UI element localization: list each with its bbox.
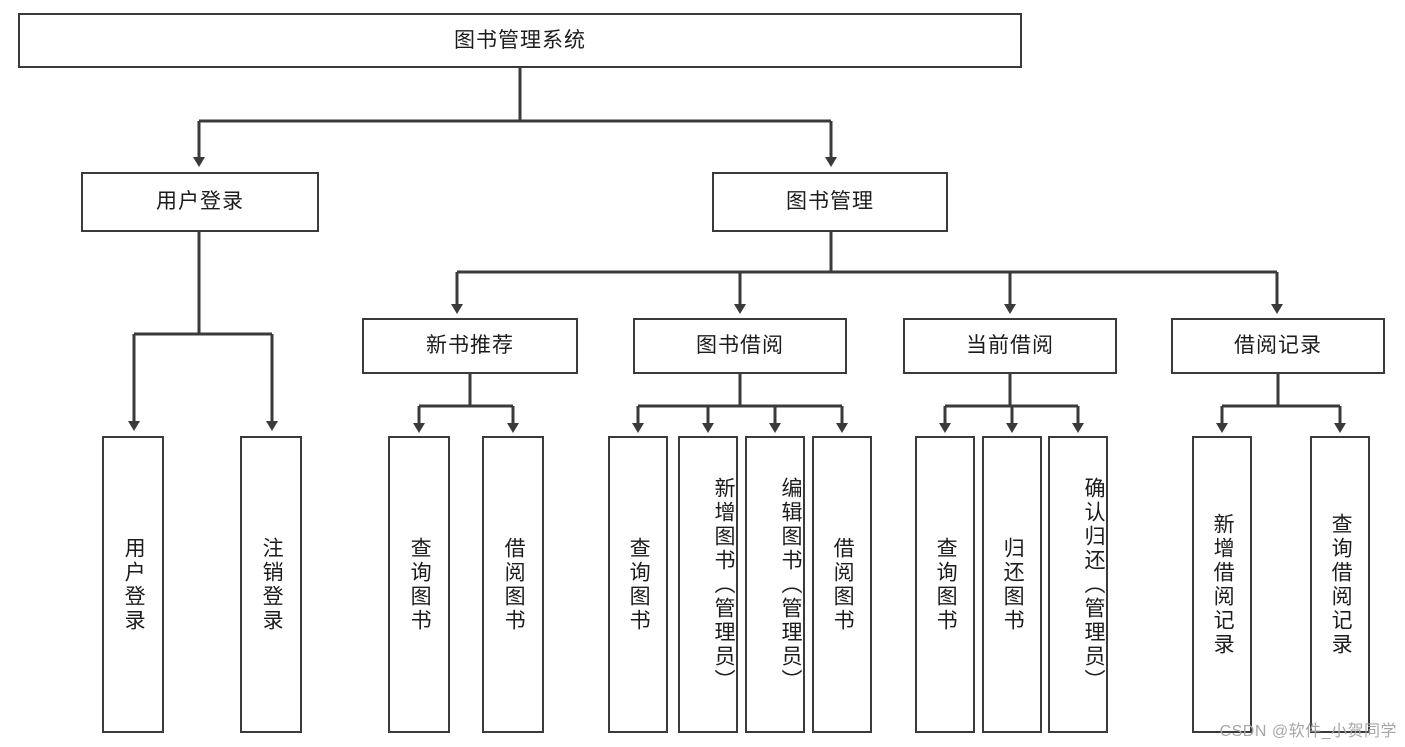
node-leaf-query-book-1[interactable]: 查询图书 — [388, 436, 450, 733]
node-new-book-recommend[interactable]: 新书推荐 — [362, 318, 578, 374]
node-leaf-borrow-book-2[interactable]: 借阅图书 — [812, 436, 872, 733]
node-leaf-query-book-3[interactable]: 查询图书 — [915, 436, 975, 733]
node-leaf-borrow-book-2-label: 借阅图书 — [831, 536, 855, 633]
node-leaf-user-logout-label: 注销登录 — [260, 536, 284, 633]
node-leaf-add-borrow-record[interactable]: 新增借阅记录 — [1192, 436, 1252, 733]
node-root-label: 图书管理系统 — [454, 28, 586, 52]
node-book-borrow-label: 图书借阅 — [696, 334, 784, 358]
node-leaf-add-borrow-record-label: 新增借阅记录 — [1211, 512, 1235, 657]
node-leaf-user-login-label: 用户登录 — [122, 536, 146, 633]
node-leaf-query-borrow-record-label: 查询借阅记录 — [1329, 512, 1353, 657]
node-leaf-edit-book-admin[interactable]: 编辑图书（管理员） — [745, 436, 805, 733]
node-book-borrow[interactable]: 图书借阅 — [633, 318, 847, 374]
node-leaf-query-book-1-label: 查询图书 — [408, 536, 432, 633]
node-current-borrow[interactable]: 当前借阅 — [903, 318, 1117, 374]
node-leaf-borrow-book-1-label: 借阅图书 — [502, 536, 526, 633]
node-user-login[interactable]: 用户登录 — [81, 172, 319, 232]
node-leaf-borrow-book-1[interactable]: 借阅图书 — [482, 436, 544, 733]
node-user-login-label: 用户登录 — [156, 190, 244, 214]
node-leaf-return-book-label: 归还图书 — [1001, 536, 1025, 633]
node-leaf-return-book[interactable]: 归还图书 — [982, 436, 1042, 733]
node-root[interactable]: 图书管理系统 — [18, 13, 1022, 68]
node-leaf-query-book-3-label: 查询图书 — [934, 536, 958, 633]
node-leaf-confirm-return-admin[interactable]: 确认归还（管理员） — [1048, 436, 1108, 733]
node-borrow-record[interactable]: 借阅记录 — [1171, 318, 1385, 374]
node-leaf-user-logout[interactable]: 注销登录 — [240, 436, 302, 733]
node-leaf-query-book-2-label: 查询图书 — [627, 536, 651, 633]
node-leaf-add-book-admin-label: 新增图书（管理员） — [712, 476, 735, 693]
watermark-text: CSDN @软件_小贺同学 — [1219, 723, 1397, 740]
node-new-book-recommend-label: 新书推荐 — [426, 334, 514, 358]
node-current-borrow-label: 当前借阅 — [966, 334, 1054, 358]
node-book-manage-label: 图书管理 — [786, 190, 874, 214]
node-leaf-edit-book-admin-label: 编辑图书（管理员） — [779, 476, 802, 693]
node-leaf-query-book-2[interactable]: 查询图书 — [608, 436, 668, 733]
node-book-manage[interactable]: 图书管理 — [712, 172, 948, 232]
node-leaf-add-book-admin[interactable]: 新增图书（管理员） — [678, 436, 738, 733]
node-leaf-user-login[interactable]: 用户登录 — [102, 436, 164, 733]
node-leaf-query-borrow-record[interactable]: 查询借阅记录 — [1310, 436, 1370, 733]
node-leaf-confirm-return-admin-label: 确认归还（管理员） — [1082, 476, 1105, 693]
node-borrow-record-label: 借阅记录 — [1234, 334, 1322, 358]
